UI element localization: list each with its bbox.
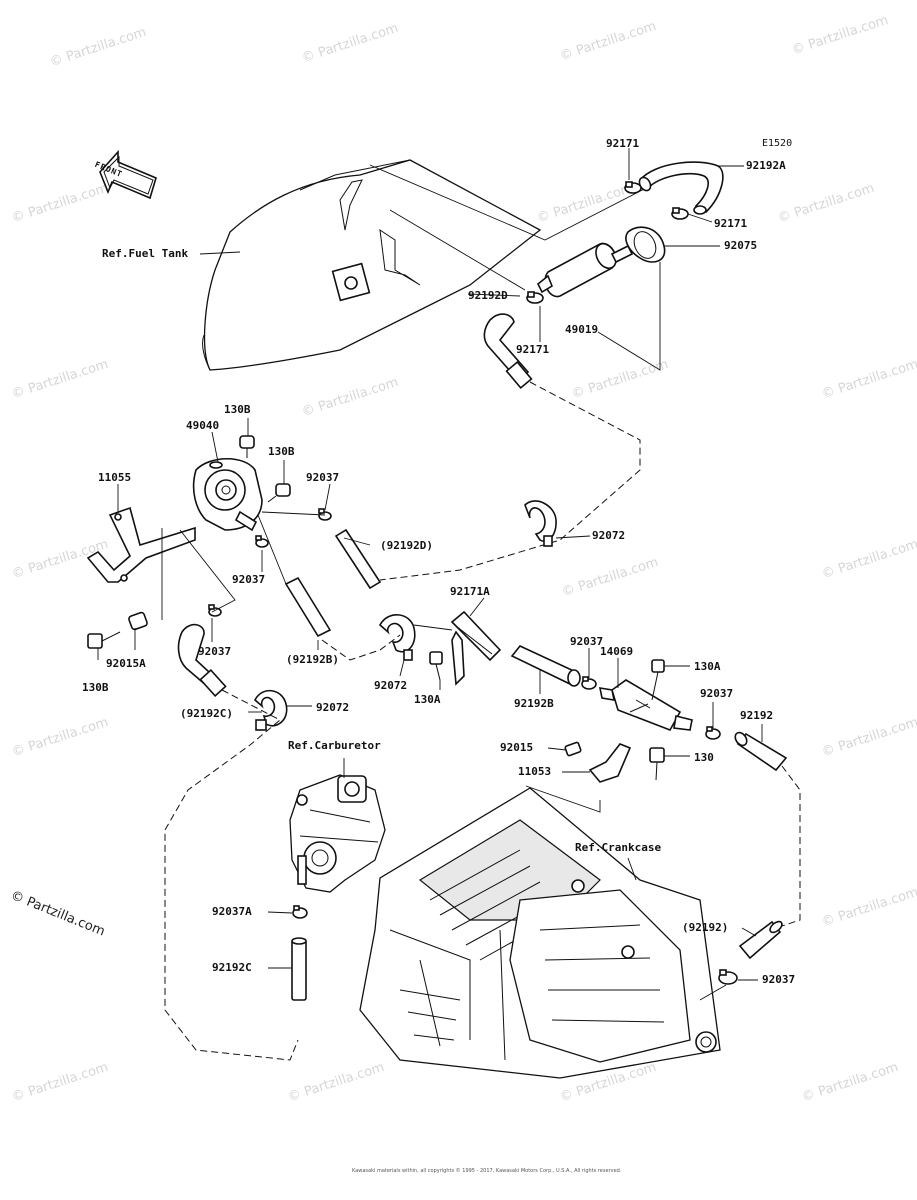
bracket-11053 xyxy=(588,743,632,783)
hose-92192A xyxy=(638,161,724,215)
ref-carburetor-label[interactable]: Ref.Carburetor xyxy=(288,739,381,752)
hose-92192C-bend xyxy=(177,623,227,697)
hose-92192C xyxy=(291,937,307,1001)
diagram-code: E1520 xyxy=(762,138,793,149)
part-label-92072[interactable]: 92072 xyxy=(316,701,350,714)
part-label-92192B-ref[interactable]: (92192B) xyxy=(286,653,339,666)
hose-92192 xyxy=(734,731,788,772)
part-label-92192-ref[interactable]: (92192) xyxy=(682,921,729,934)
part-label-92192B[interactable]: 92192B xyxy=(514,697,554,710)
screw-130B-top xyxy=(239,435,255,458)
hose-92192B-segment xyxy=(284,576,332,638)
leader-lines xyxy=(117,148,763,981)
screw-130A-clip xyxy=(429,651,443,681)
part-label-92037A[interactable]: 92037A xyxy=(212,905,252,918)
engine-crankcase xyxy=(359,787,721,1079)
part-label-130A[interactable]: 130A xyxy=(414,693,441,706)
part-label-130[interactable]: 130 xyxy=(694,751,714,764)
clamp-92037-pump-in xyxy=(255,535,269,548)
part-label-92037[interactable]: 92037 xyxy=(762,973,796,986)
part-label-92192D-ref[interactable]: (92192D) xyxy=(380,539,433,552)
part-label-92015A[interactable]: 92015A xyxy=(106,657,146,670)
hose-92192-lower xyxy=(738,920,783,960)
screw-130A-filter xyxy=(651,659,665,701)
part-label-92037[interactable]: 92037 xyxy=(198,645,232,658)
front-arrow-icon xyxy=(99,149,157,200)
part-label-92192C[interactable]: 92192C xyxy=(212,961,252,974)
part-label-92171[interactable]: 92171 xyxy=(606,137,640,150)
part-label-92037[interactable]: 92037 xyxy=(570,635,604,648)
part-label-130B[interactable]: 130B xyxy=(82,681,109,694)
hose-92192B xyxy=(510,645,581,687)
clamp-92037-filter-in xyxy=(581,676,597,690)
part-label-92192D[interactable]: 92192D xyxy=(468,289,508,302)
part-label-130B[interactable]: 130B xyxy=(268,445,295,458)
filter-clamp-92075 xyxy=(625,226,666,263)
clamp-92171-filter xyxy=(526,291,544,304)
part-label-130B[interactable]: 130B xyxy=(224,403,251,416)
part-label-49019[interactable]: 49019 xyxy=(565,323,599,336)
part-label-92037[interactable]: 92037 xyxy=(306,471,340,484)
screw-130B-mid xyxy=(267,483,291,503)
part-label-92072[interactable]: 92072 xyxy=(374,679,408,692)
clamp-92037A xyxy=(292,905,308,919)
clamp-92037-pump-out xyxy=(318,508,332,521)
part-label-92075[interactable]: 92075 xyxy=(724,239,758,252)
hose-92192D-segment xyxy=(334,528,382,590)
part-label-14069[interactable]: 14069 xyxy=(600,645,634,658)
clamp-92037-lower xyxy=(208,604,222,617)
clamp-92037-filter-out xyxy=(705,726,721,740)
part-label-92171[interactable]: 92171 xyxy=(516,343,550,356)
clamp-92072-left xyxy=(254,689,288,731)
part-label-11055[interactable]: 11055 xyxy=(98,471,132,484)
part-label-130A[interactable]: 130A xyxy=(694,660,721,673)
clamp-92171-top xyxy=(624,181,642,194)
part-label-92171[interactable]: 92171 xyxy=(714,217,748,230)
ref-fuel-tank-label[interactable]: Ref.Fuel Tank xyxy=(102,247,189,260)
bolt-130B-bottom xyxy=(87,631,121,649)
clamp-92171-right xyxy=(671,207,689,220)
hose-92192D xyxy=(483,313,533,390)
collar-92015A xyxy=(128,611,148,631)
fuel-tank xyxy=(202,159,542,371)
clamp-92072-middle xyxy=(378,614,416,661)
bracket-11055 xyxy=(86,506,196,583)
part-label-92037[interactable]: 92037 xyxy=(232,573,266,586)
part-label-92192C-ref[interactable]: (92192C) xyxy=(180,707,233,720)
part-label-11053[interactable]: 11053 xyxy=(518,765,552,778)
fuel-pump-49040 xyxy=(192,458,263,532)
part-label-92192A[interactable]: 92192A xyxy=(746,159,786,172)
collar-92015 xyxy=(564,741,582,757)
part-label-92171A[interactable]: 92171A xyxy=(450,585,490,598)
fuel-filter-49019 xyxy=(536,242,634,298)
ref-crankcase-label[interactable]: Ref.Crankcase xyxy=(575,841,662,854)
part-label-92192[interactable]: 92192 xyxy=(740,709,774,722)
part-label-49040[interactable]: 49040 xyxy=(186,419,220,432)
clamp-92072-right xyxy=(524,500,557,547)
clip-92171A xyxy=(450,610,502,686)
bolt-130 xyxy=(649,747,665,781)
clamp-92037-crankcase xyxy=(718,969,738,985)
carburetor xyxy=(289,774,386,893)
part-label-92037[interactable]: 92037 xyxy=(700,687,734,700)
fine-print: Kawasaki materials within, all copyright… xyxy=(352,1168,622,1174)
part-label-92015[interactable]: 92015 xyxy=(500,741,534,754)
fuel-filter-14069 xyxy=(598,679,693,731)
part-label-92072[interactable]: 92072 xyxy=(592,529,626,542)
